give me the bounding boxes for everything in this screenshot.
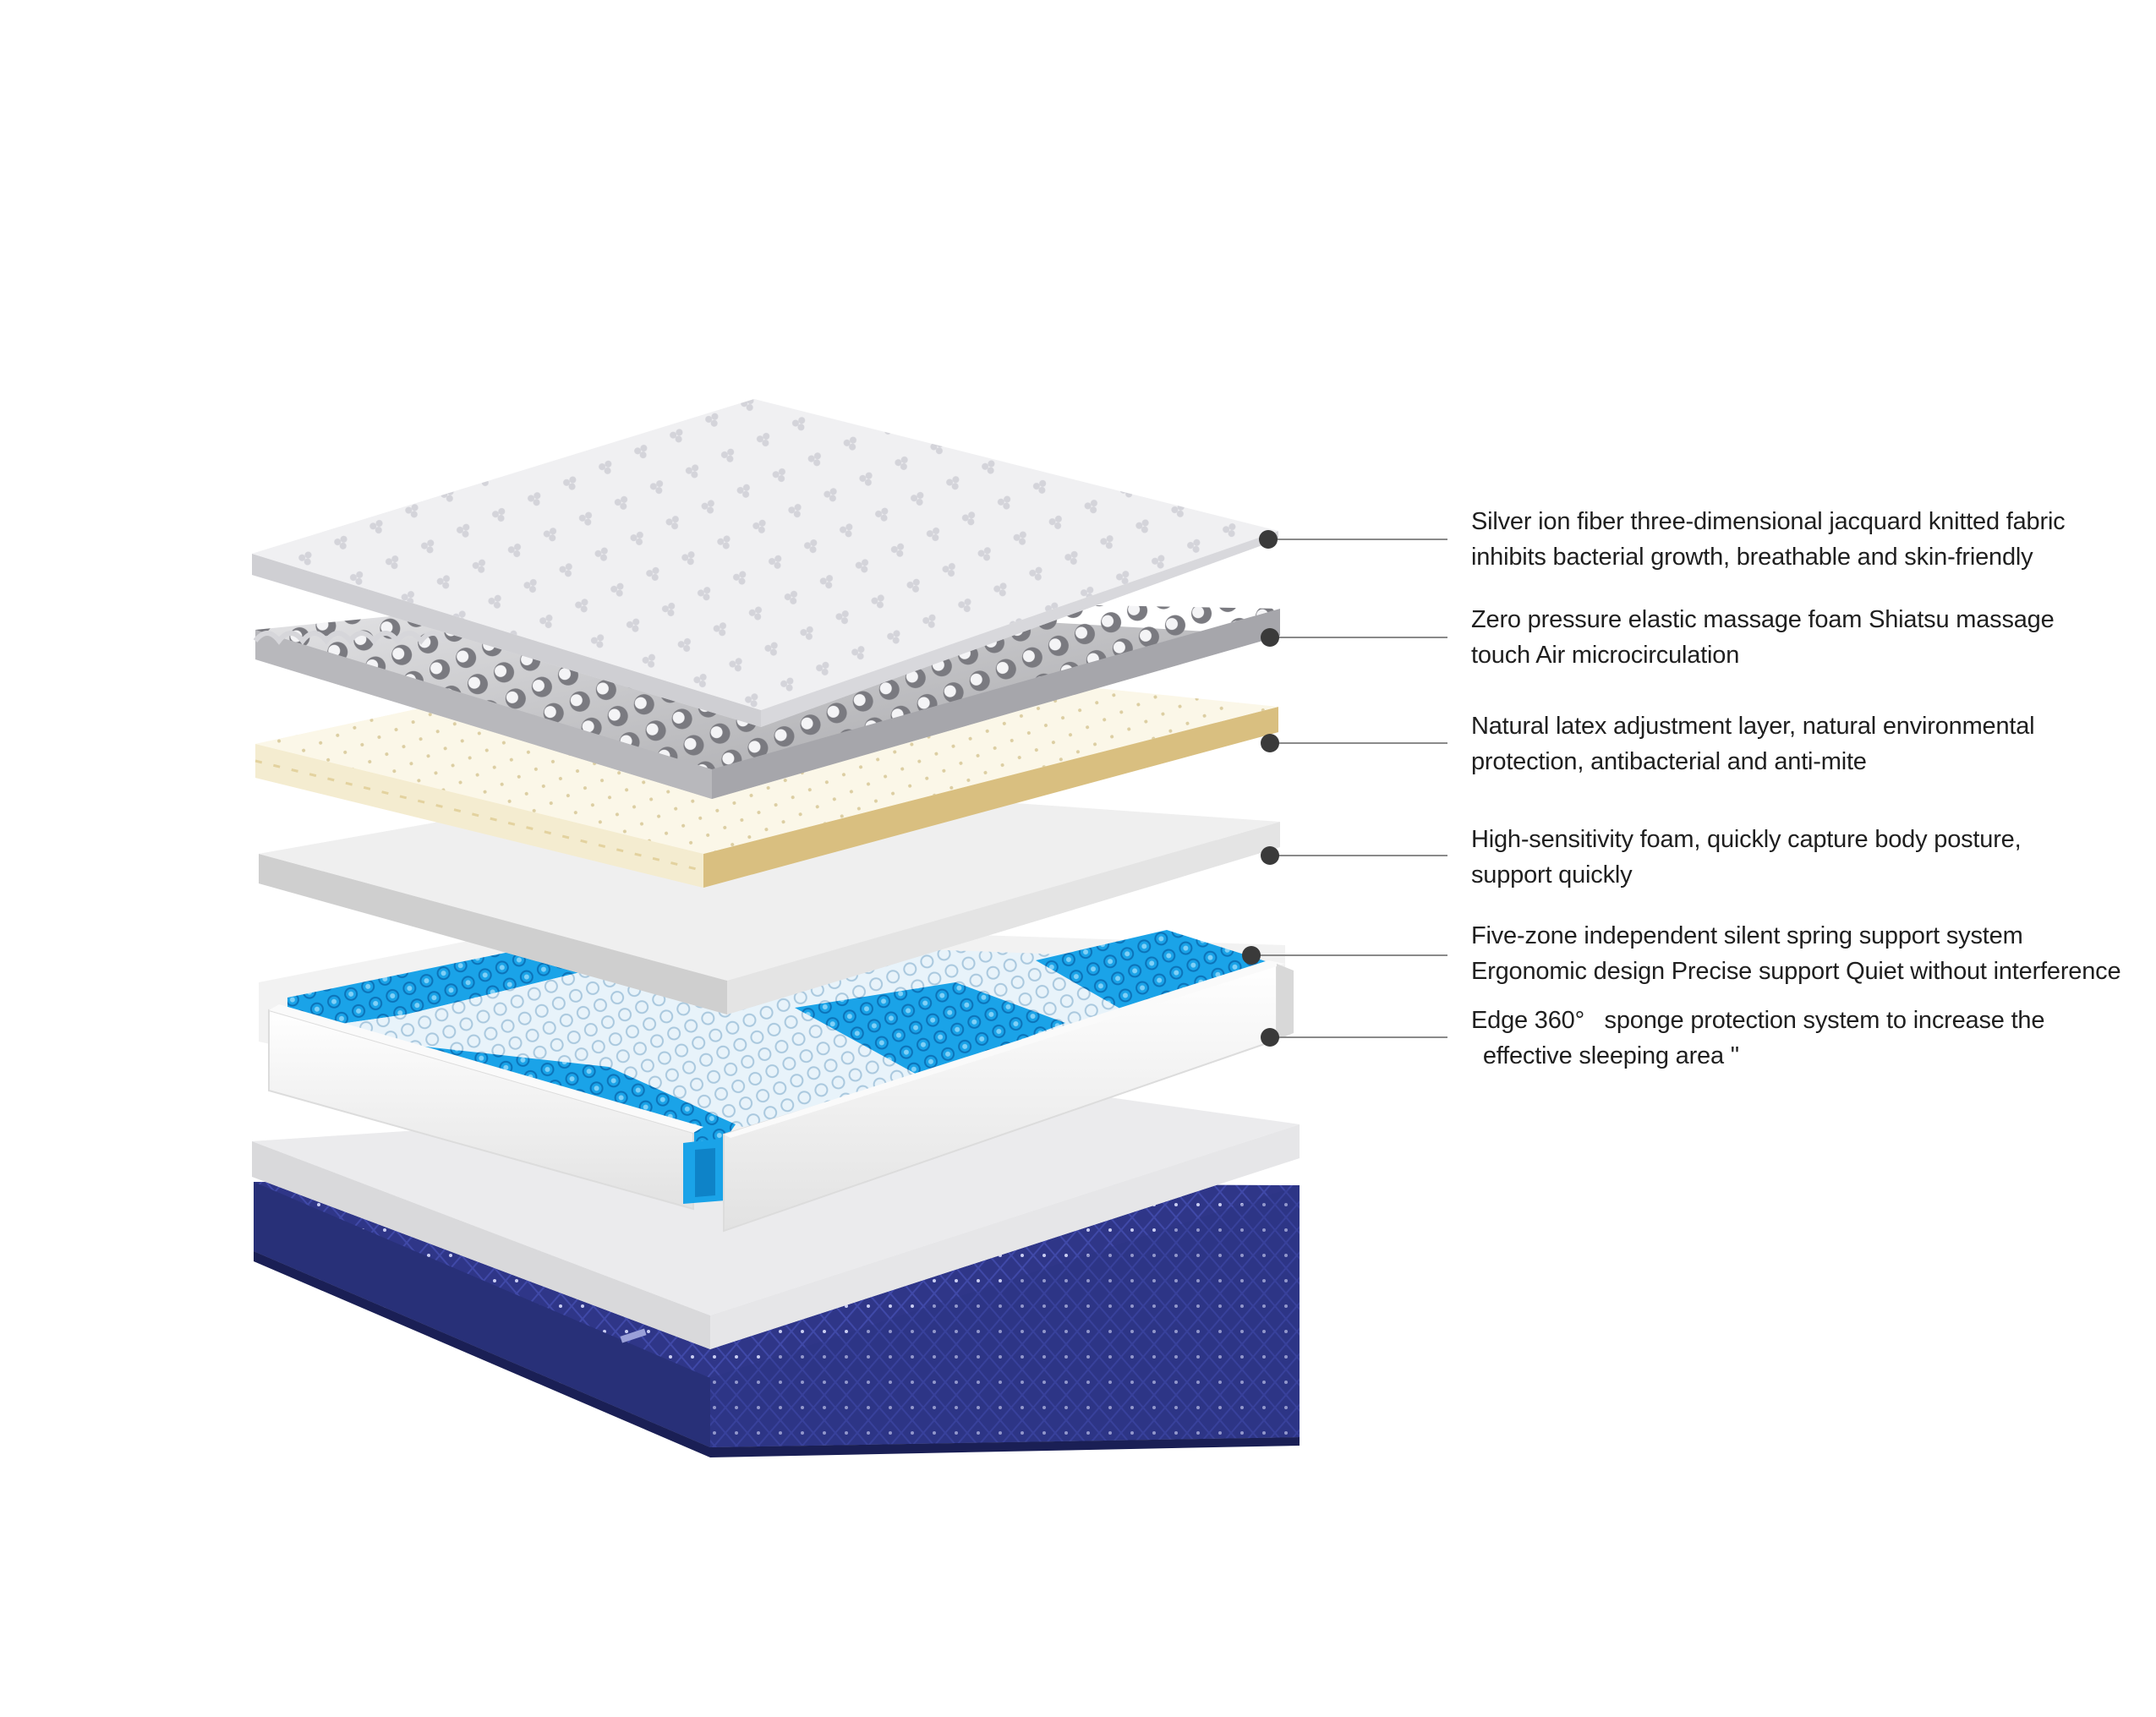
callout-dot-massage-foam <box>1261 628 1279 647</box>
callout-dot-fabric <box>1259 530 1278 549</box>
callout-fabric-cover: Silver ion fiber three-dimensional jacqu… <box>1471 504 2139 575</box>
callout-dots <box>1242 530 1279 1047</box>
callout-leader-lines <box>1251 539 1447 1038</box>
callout-line: inhibits bacterial growth, breathable an… <box>1471 544 2033 571</box>
callout-line: touch Air microcirculation <box>1471 642 1740 669</box>
callout-edge-protection: Edge 360° sponge protection system to in… <box>1471 1003 2139 1074</box>
callout-line: Zero pressure elastic massage foam Shiat… <box>1471 606 2055 633</box>
fabric-cover-layer <box>252 399 1278 727</box>
callout-dot-foam <box>1261 846 1279 865</box>
callout-spring-system: Five-zone independent silent spring supp… <box>1471 918 2139 989</box>
spring-frame-layer <box>259 921 1294 1233</box>
callout-line: Ergonomic design Precise support Quiet w… <box>1471 958 2121 985</box>
callout-line: effective sleeping area " <box>1476 1042 1739 1069</box>
callout-line: support quickly <box>1471 861 1633 889</box>
callout-line: High-sensitivity foam, quickly capture b… <box>1471 826 2022 853</box>
callout-dot-latex <box>1261 734 1279 752</box>
callout-latex: Natural latex adjustment layer, natural … <box>1471 708 2139 779</box>
callout-massage-foam: Zero pressure elastic massage foam Shiat… <box>1471 602 2139 673</box>
callout-line: protection, antibacterial and anti-mite <box>1471 748 1867 775</box>
callout-dot-edge <box>1261 1028 1279 1047</box>
callout-line: Edge 360° sponge protection system to in… <box>1471 1007 2045 1034</box>
callout-line: Natural latex adjustment layer, natural … <box>1471 713 2035 740</box>
callout-foam: High-sensitivity foam, quickly capture b… <box>1471 822 2139 893</box>
callout-line: Five-zone independent silent spring supp… <box>1471 922 2023 949</box>
callout-line: Silver ion fiber three-dimensional jacqu… <box>1471 508 2066 535</box>
callout-dot-spring <box>1242 946 1261 965</box>
